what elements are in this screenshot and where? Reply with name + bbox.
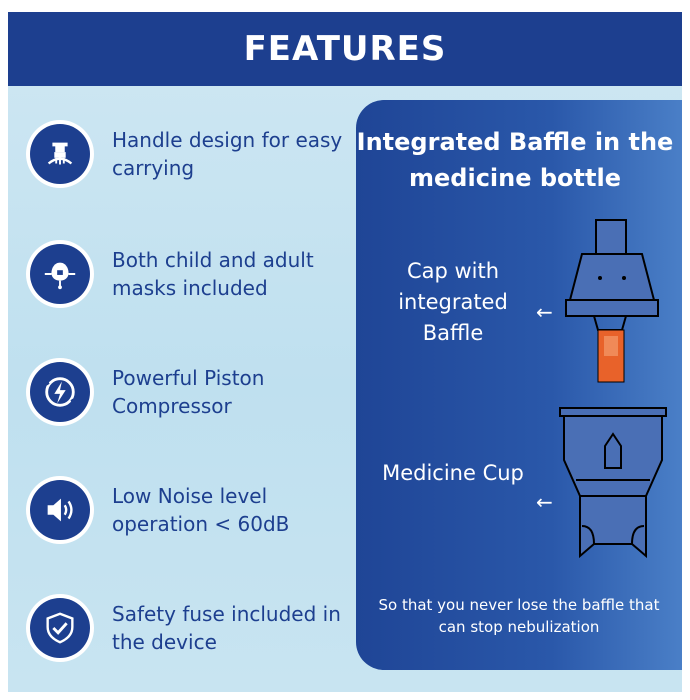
feature-text: Both child and adult masks included [112,248,314,300]
speaker-icon [47,498,73,522]
cap-with-baffle-diagram [565,219,659,383]
feature-text: Safety fuse included in the device [112,602,341,654]
arrow-left-icon: ← [536,490,553,514]
shield-check-icon [46,612,74,644]
cup-label: Medicine Cup [382,461,524,485]
header-bar: FEATURES [8,12,682,86]
feature-safety-fuse: Safety fuse included in the device [26,594,356,674]
feature-text: Low Noise level operation < 60dB [112,484,290,536]
cap-label: Cap with integrated Baffle [398,259,508,345]
features-infographic: FEATURES Handle design for easy carrying [8,12,682,692]
lightning-icon [44,377,76,407]
feature-text: Powerful Piston Compressor [112,366,265,418]
handle-icon [47,142,73,165]
medicine-cup-diagram [559,407,667,559]
feature-icon-badge [26,476,94,544]
baffle-panel: Integrated Baffle in the medicine bottle… [356,100,682,670]
panel-title: Integrated Baffle in the medicine bottle [356,128,674,192]
feature-icon-badge [26,120,94,188]
feature-text: Handle design for easy carrying [112,128,343,180]
feature-compressor: Powerful Piston Compressor [26,358,356,438]
feature-icon-badge [26,358,94,426]
feature-low-noise: Low Noise level operation < 60dB [26,476,356,556]
feature-icon-badge [26,240,94,308]
mask-icon [44,262,76,290]
feature-icon-badge [26,594,94,662]
panel-note: So that you never lose the baffle that c… [378,596,660,636]
feature-handle: Handle design for easy carrying [26,120,356,200]
arrow-left-icon: ← [536,300,553,324]
page-title: FEATURES [243,29,447,69]
feature-masks: Both child and adult masks included [26,240,356,320]
